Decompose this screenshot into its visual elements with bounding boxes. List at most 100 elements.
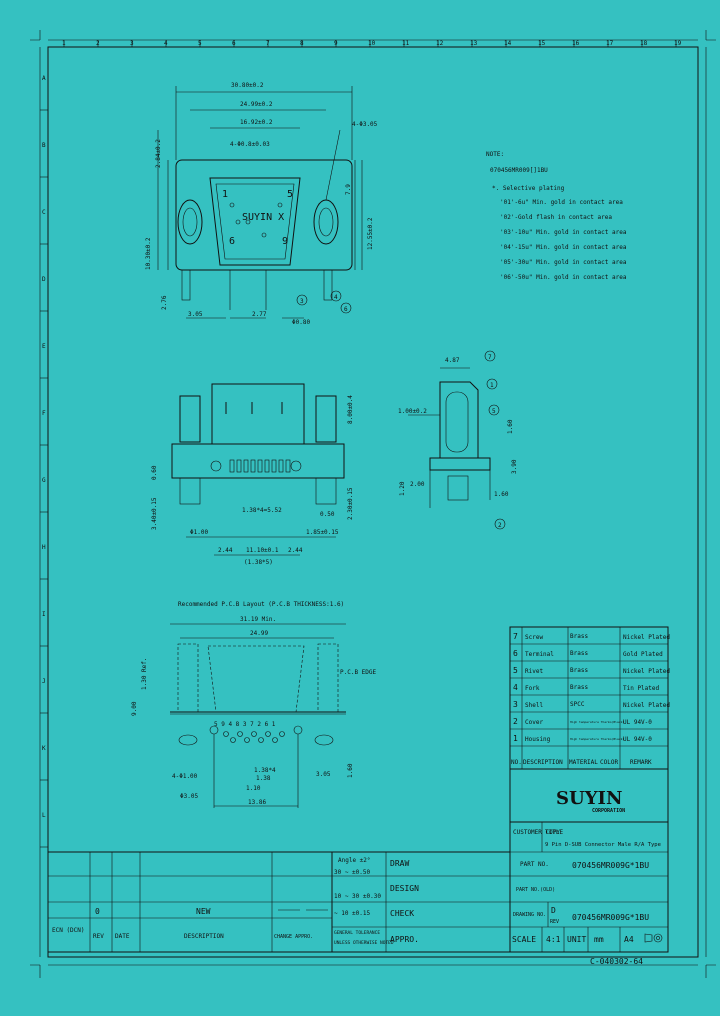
top-tick-label: 15 [538, 40, 546, 47]
bom-row-color: Gold Plated [623, 651, 663, 658]
drawing-title: 9 Pin D-SUB Connector Male R/A Type [545, 842, 661, 848]
bom-row-no: 2 [513, 717, 518, 726]
front-dim-f: 1.85±0.15 [306, 529, 339, 536]
note-item-04: '04'-15u" Min. gold in contact area [500, 244, 627, 251]
pcb-hole [251, 731, 257, 737]
bom-header-mat: MATERIAL [569, 759, 598, 766]
pcb-hole [265, 731, 271, 737]
balloon-4 [330, 290, 342, 302]
left-tick-label: G [42, 477, 46, 484]
dim-row-pitch: 2.77 [252, 311, 267, 318]
top-tick-label: 19 [674, 40, 682, 47]
pcb-hole [272, 737, 278, 743]
left-tick-label: H [42, 544, 46, 551]
drawing-no-value: 070456MR009G*1BU [572, 913, 649, 922]
front-dim-i: 2.44 [288, 547, 303, 554]
pcb-dim-i: 1.38 [256, 775, 271, 782]
rev-sub-label: REV [550, 919, 559, 925]
dim-pin-hole-dia: 4-Φ0.8±0.03 [230, 141, 270, 148]
tol-row-2: 10 ~ 30 ±0.30 [334, 893, 381, 900]
pcb-dim-span: 24.99 [250, 630, 268, 637]
rev-header-rev: REV [93, 933, 104, 940]
part-no-label: PART NO. [520, 861, 549, 868]
svg-text:4: 4 [334, 294, 338, 301]
bom-row-color: Nickel Plated [623, 668, 670, 675]
top-tick-label: 1 [62, 40, 66, 47]
scale-label: SCALE [512, 935, 536, 944]
pcb-dim-b: 1.30 Ref. [141, 657, 148, 690]
note-title: NOTE: [486, 151, 504, 158]
dim-overall-width: 30.80±0.2 [231, 82, 264, 89]
left-tick-label: J [42, 678, 46, 685]
brand-mark: SUYIN X [242, 212, 284, 223]
left-tick-label: I [42, 611, 46, 618]
revision-block: ECN (DCN) REV DATE DESCRIPTION CHANGE AP… [47, 851, 333, 953]
bom-row-color: Tin Plated [623, 685, 660, 692]
pcb-hole [237, 731, 243, 737]
top-tick-label: 12 [436, 40, 444, 47]
bom-row-no: 3 [513, 700, 518, 709]
dim-shell-offset: 2.84±0.2 [155, 139, 162, 168]
bom-row-material: SPCC [570, 701, 585, 708]
front-pin [285, 459, 291, 473]
top-tick-label: 13 [470, 40, 478, 47]
drawing-no-label: DRAWING NO. [513, 912, 546, 918]
pcb-hole [230, 737, 236, 743]
left-tick-label: F [42, 410, 46, 417]
left-tick-label: E [42, 343, 46, 350]
side-dim-flange: 1.00±0.2 [398, 408, 427, 415]
top-tick-label: 5 [198, 40, 202, 47]
pcb-pin-row: 5 9 4 8 3 7 2 6 1 [214, 721, 276, 728]
bom-row-color: Nickel Plated [623, 702, 670, 709]
tol-row-3: ~ 10 ±0.15 [334, 910, 371, 917]
left-tick-label: A [42, 75, 46, 82]
bom-row-material: High temperature Thermo(Black) [570, 737, 624, 741]
scale-value: 4:1 [546, 935, 561, 944]
note-block: NOTE: 070456MR009[]1BU *. Selective plat… [486, 151, 627, 281]
front-pin [243, 459, 249, 473]
bom-row-color: UL 94V-0 [623, 736, 652, 743]
part-no-value: 070456MR009G*1BU [572, 861, 649, 870]
front-view: 8.00±0.4 0.60 3.40±0.15 2.30±0.15 Φ1.00 … [151, 383, 354, 566]
pcb-dim-f: 1.10 [246, 785, 261, 792]
side-dim-c: 1.60 [494, 491, 509, 498]
part-no-old-label: PART NO.(OLD) [516, 887, 555, 893]
front-dim-height: 8.00±0.4 [347, 395, 354, 424]
balloon-2: 2 [498, 522, 502, 529]
check-label: CHECK [390, 909, 414, 918]
note-selective-title: *. Selective plating [492, 185, 565, 192]
bom-row-no: 6 [513, 649, 518, 658]
dim-flange-height: 10.30±0.2 [145, 237, 152, 270]
tol-unless: UNLESS OTHERWISE NOTED [334, 940, 394, 946]
unit-value: mm [594, 935, 604, 944]
top-tick-label: 4 [164, 40, 168, 47]
top-tick-label: 17 [606, 40, 614, 47]
top-tick-label: 3 [130, 40, 134, 47]
pin-9-label: 9 [282, 236, 288, 247]
dim-total-height: 12.55±0.2 [367, 217, 374, 250]
dim-leg-pitch: 3.05 [188, 311, 203, 318]
dim-leg-height: 2.76 [161, 295, 168, 310]
pcb-hole [258, 737, 264, 743]
top-tick-label: 18 [640, 40, 648, 47]
bom-row-desc: Fork [525, 685, 540, 692]
pcb-hole [279, 731, 285, 737]
bom-row-desc: Screw [525, 634, 543, 641]
front-dim-b: 3.40±0.15 [151, 497, 158, 530]
pin-5-label: 5 [287, 189, 293, 200]
dim-screw-hole: 4-Φ3.05 [352, 121, 378, 128]
note-item-05: '05'-30u" Min. gold in contact area [500, 259, 627, 266]
pcb-dim-e: 3.05 [316, 771, 331, 778]
bom-row-material: Brass [570, 633, 588, 640]
bom-row-material: High temperature Thermo(Black) [570, 720, 624, 724]
front-dim-d: Φ1.00 [190, 529, 208, 536]
dim-flange-hole-span: 24.99±0.2 [240, 101, 273, 108]
bom-row-desc: Cover [525, 719, 543, 726]
title-label: TITLE [545, 829, 563, 836]
bom-row-material: Brass [570, 684, 588, 691]
sheet-size: A4 [624, 935, 634, 944]
bom-row-desc: Shell [525, 702, 543, 709]
rev-header-ecn: ECN (DCN) [52, 927, 85, 934]
